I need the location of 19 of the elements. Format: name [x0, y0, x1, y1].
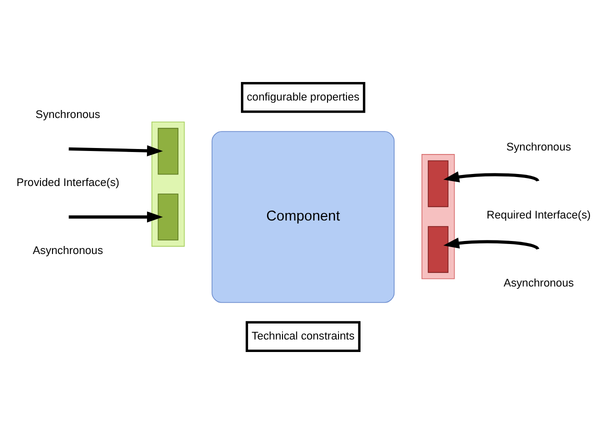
label: Required Interface(s)	[486, 209, 591, 222]
node-box	[428, 226, 448, 273]
label: Asynchronous	[32, 244, 104, 257]
node-box	[428, 160, 448, 208]
label: Provided Interface(s)	[16, 176, 120, 189]
arrow	[443, 238, 540, 250]
cluster	[151, 122, 185, 247]
node-box	[158, 128, 178, 175]
node-box	[158, 194, 178, 240]
arrow	[68, 211, 163, 223]
node-box: Technical constraints	[246, 321, 361, 352]
label: Synchronous	[506, 141, 572, 154]
cluster	[422, 154, 455, 280]
node-box: configurable properties	[240, 82, 366, 113]
node-box: Component	[212, 131, 395, 303]
arrow	[443, 171, 540, 182]
label: Asynchronous	[504, 277, 574, 290]
label: Synchronous	[36, 108, 100, 121]
arrow	[68, 145, 163, 156]
